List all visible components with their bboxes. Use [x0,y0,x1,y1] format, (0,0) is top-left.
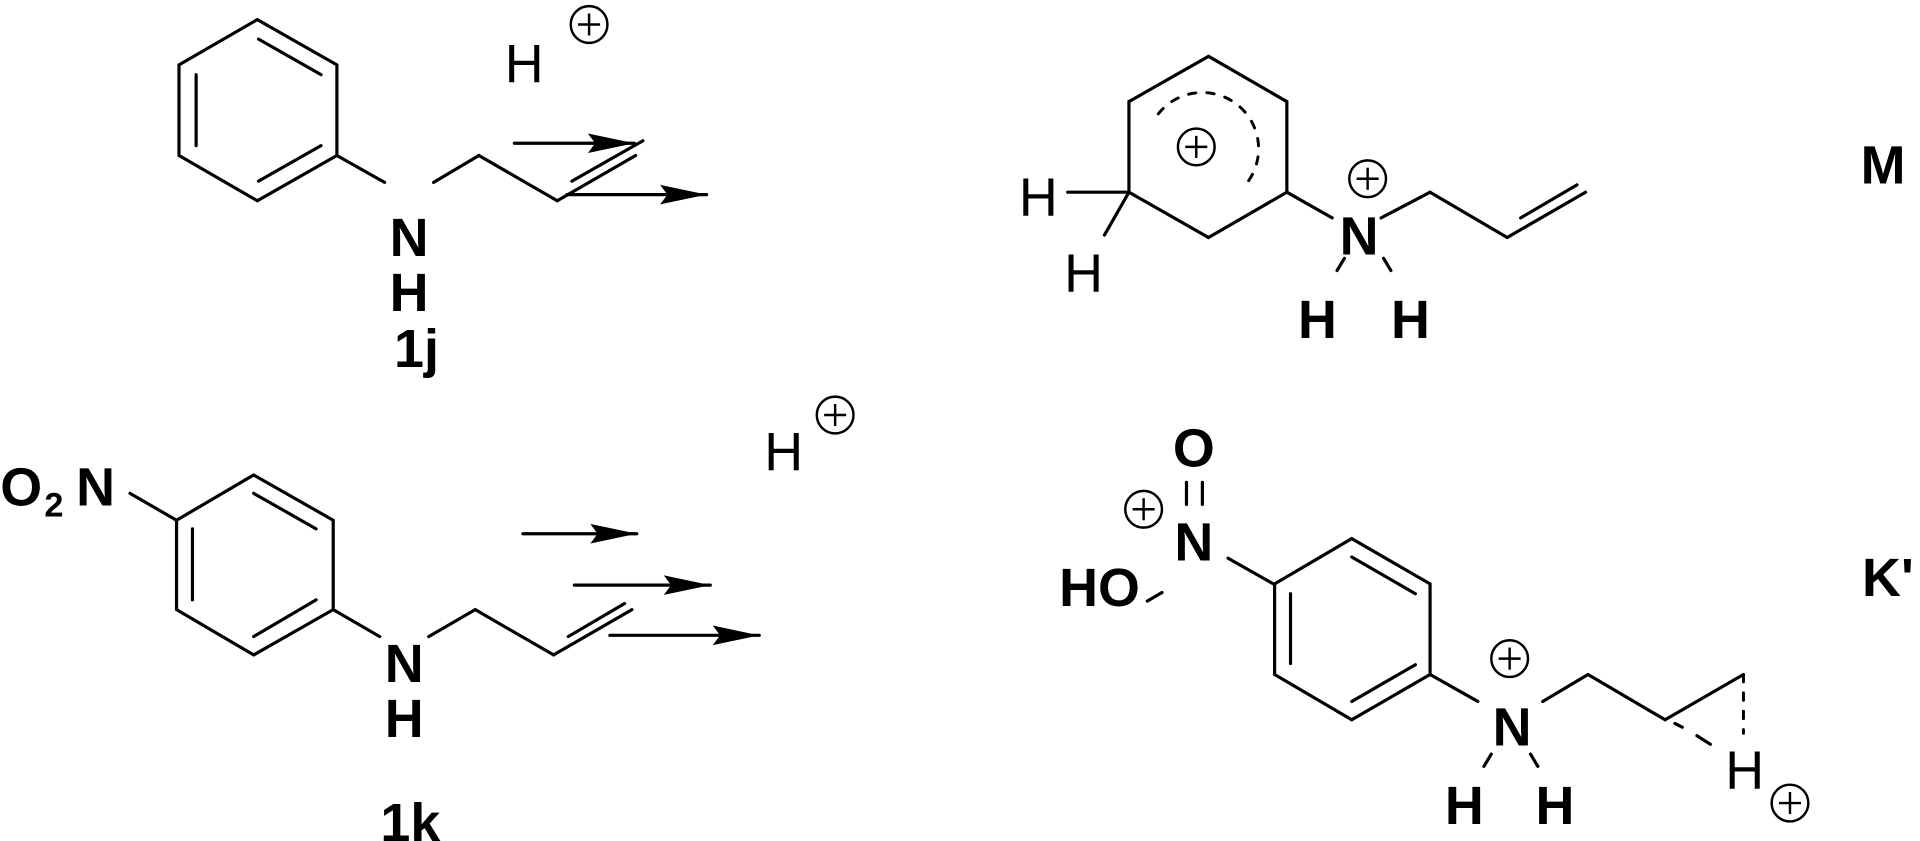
molecule-1j: N H 1j [177,17,645,379]
plus-charge-icon [1770,783,1810,823]
atom-h: H [1391,290,1430,350]
intermediate-k-prime: O N HO N H H H K' [1059,418,1914,835]
nitro-o: O [0,458,42,518]
intermediate-label-m: M [1861,136,1906,196]
atom-n: N [1340,207,1379,267]
intermediate-label-k-prime: K' [1862,548,1914,608]
plus-charge-icon [569,4,609,45]
nitro-subscript: 2 [44,487,63,525]
molecule-1k: O 2 N N H 1k [0,458,634,841]
atom-n: N [1174,513,1213,573]
plus-charge-icon [1176,127,1216,167]
plus-charge-icon [1124,489,1164,529]
atom-h: H [1725,740,1764,800]
atom-n: N [76,458,115,518]
bottom-arrows: H [521,395,855,646]
atom-h: H [1535,776,1574,836]
intermediate-m: H H N H H M [1019,54,1906,350]
acid-label: H [764,422,803,482]
delocalized-arc [1156,91,1261,186]
acid-label: H [505,34,544,94]
compound-label-1j: 1j [394,319,439,379]
atom-n: N [390,208,429,268]
atom-h: H [390,263,429,323]
atom-h: H [385,689,424,749]
atom-h: H [1064,243,1103,303]
atom-n: N [1493,698,1532,758]
plus-charge-icon [1490,639,1530,679]
plus-charge-icon [815,395,855,435]
compound-label-1k: 1k [380,793,440,841]
atom-n: N [385,634,424,694]
plus-charge-icon [1348,159,1388,199]
atom-h: H [1298,290,1337,350]
atom-o: O [1173,418,1215,478]
atom-h: H [1019,167,1058,227]
atom-h: H [1445,776,1484,836]
hydroxyl: HO [1059,558,1140,618]
top-arrows: H [505,4,709,205]
